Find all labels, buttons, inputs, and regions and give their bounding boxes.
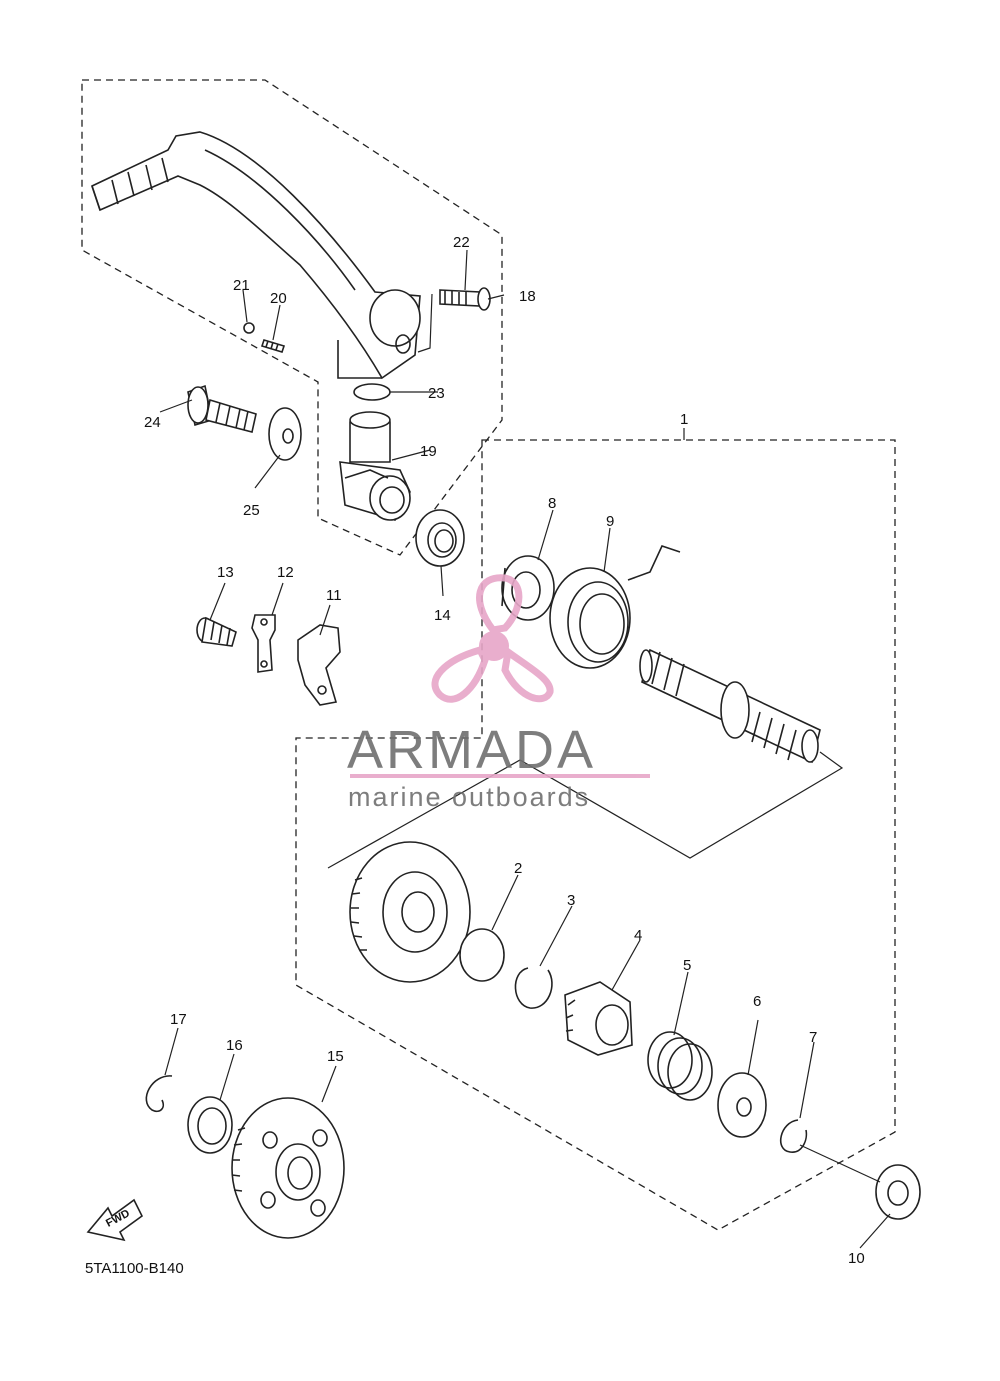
label-8: 8 bbox=[548, 495, 556, 512]
circlip-17 bbox=[145, 1075, 173, 1113]
label-13: 13 bbox=[217, 564, 234, 581]
label-22: 22 bbox=[453, 234, 470, 251]
label-11: 11 bbox=[326, 587, 342, 604]
label-20: 20 bbox=[270, 290, 287, 307]
watermark-subtitle: marine outboards bbox=[348, 782, 590, 812]
spring-pin-20 bbox=[260, 339, 286, 353]
ratchet-wheel-4 bbox=[564, 981, 633, 1056]
washer-2 bbox=[459, 928, 505, 982]
kick-lever-group-outline bbox=[81, 79, 503, 556]
circlip-7 bbox=[779, 1119, 808, 1153]
pin-22 bbox=[439, 287, 491, 311]
label-6: 6 bbox=[753, 993, 761, 1010]
label-10: 10 bbox=[848, 1250, 865, 1267]
shaft-leader-frame bbox=[327, 751, 844, 869]
kick-crank-lever bbox=[91, 131, 421, 380]
kick-boss-19 bbox=[339, 411, 411, 521]
label-23: 23 bbox=[428, 385, 445, 402]
fwd-arrow-icon: FWD bbox=[86, 1198, 144, 1242]
circlip-3 bbox=[514, 967, 553, 1009]
bolt-13 bbox=[196, 616, 237, 647]
label-18: 18 bbox=[519, 288, 536, 305]
label-4: 4 bbox=[634, 927, 642, 944]
armada-watermark: ARMADA marine outboards bbox=[347, 574, 650, 812]
label-9: 9 bbox=[606, 513, 614, 530]
washer-16 bbox=[187, 1096, 233, 1154]
washer-10 bbox=[875, 1164, 921, 1220]
kick-guide-11 bbox=[297, 624, 341, 706]
o-ring-23 bbox=[353, 383, 391, 401]
label-14: 14 bbox=[434, 607, 451, 624]
kick-axle-assembly-outline bbox=[295, 439, 896, 1231]
label-24: 24 bbox=[144, 414, 161, 431]
label-3: 3 bbox=[567, 892, 575, 909]
plate-12 bbox=[251, 614, 276, 673]
label-12: 12 bbox=[277, 564, 294, 581]
leader-lines bbox=[159, 249, 891, 1249]
kick-axle-shaft bbox=[639, 648, 821, 764]
label-5: 5 bbox=[683, 957, 691, 974]
watermark-title: ARMADA bbox=[347, 720, 596, 780]
ball-21 bbox=[243, 322, 255, 334]
torsion-spring-9 bbox=[549, 545, 681, 669]
kick-clip-8 bbox=[501, 555, 555, 621]
label-19: 19 bbox=[420, 443, 437, 460]
propeller-logo-icon bbox=[431, 574, 554, 703]
kick-gear bbox=[349, 841, 471, 983]
label-21: 21 bbox=[233, 277, 250, 294]
label-15: 15 bbox=[327, 1048, 344, 1065]
drawing-code: 5TA1100-B140 bbox=[85, 1260, 184, 1277]
label-16: 16 bbox=[226, 1037, 243, 1054]
label-1: 1 bbox=[680, 411, 688, 428]
label-25: 25 bbox=[243, 502, 260, 519]
washer-6 bbox=[717, 1072, 767, 1138]
label-2: 2 bbox=[514, 860, 522, 877]
watermark-rule bbox=[350, 774, 650, 778]
bolt-24 bbox=[187, 384, 257, 433]
spring-5 bbox=[647, 1031, 713, 1101]
washer-25 bbox=[268, 407, 302, 461]
leader-7-10 bbox=[799, 1144, 881, 1183]
label-17: 17 bbox=[170, 1011, 187, 1028]
oil-seal-14 bbox=[415, 509, 465, 567]
label-7: 7 bbox=[809, 1029, 817, 1046]
idle-gear-15 bbox=[231, 1097, 345, 1239]
